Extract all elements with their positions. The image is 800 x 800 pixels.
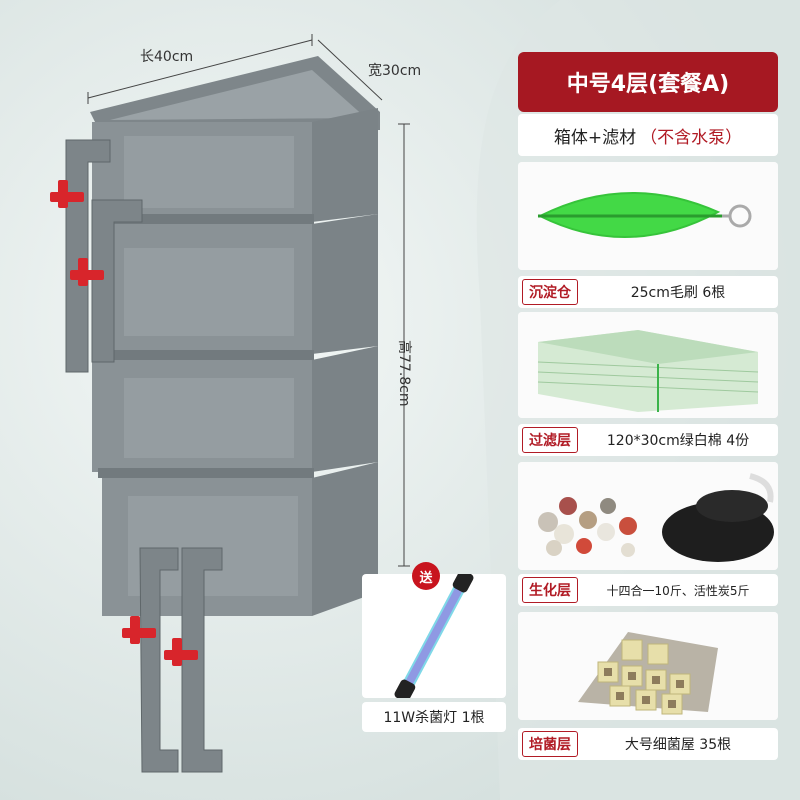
gift-badge: 送 (412, 562, 440, 590)
gift-caption: 11W杀菌灯 1根 (362, 702, 506, 732)
layer-3-caption: 生化层 十四合一10斤、活性炭5斤 (518, 574, 778, 606)
product-subtitle: 箱体+滤材 （不含水泵） (518, 114, 778, 156)
layer-1-desc: 25cm毛刷 6根 (630, 285, 726, 301)
layer-3-tag: 生化层 (522, 577, 578, 603)
filter-box-image (50, 34, 410, 773)
layer-3-desc: 十四合一10斤、活性炭5斤 (606, 583, 750, 598)
brush-photo (518, 162, 778, 270)
width-label: 宽30cm (368, 63, 422, 79)
layer-4-desc: 大号细菌屋 35根 (624, 737, 732, 753)
layer-4-caption: 培菌层 大号细菌屋 35根 (518, 728, 778, 760)
height-label: 高77.8cm (396, 340, 412, 407)
layer-1-tag: 沉淀仓 (522, 279, 578, 305)
layer-2-tag: 过滤层 (522, 427, 578, 453)
length-label: 长40cm (140, 49, 194, 65)
layer-2-desc: 120*30cm绿白棉 4份 (606, 433, 750, 449)
bacteria-house-photo (518, 612, 778, 720)
product-title: 中号4层(套餐A) (518, 52, 778, 112)
subtitle-main: 箱体+滤材 (553, 127, 637, 148)
bio-media-photo (518, 462, 778, 570)
layer-4-tag: 培菌层 (522, 731, 578, 757)
subtitle-note: （不含水泵） (640, 127, 743, 148)
filter-cotton-photo (518, 312, 778, 418)
layer-1-caption: 沉淀仓 25cm毛刷 6根 (518, 276, 778, 308)
uv-lamp-photo (362, 570, 506, 702)
layer-2-caption: 过滤层 120*30cm绿白棉 4份 (518, 424, 778, 456)
